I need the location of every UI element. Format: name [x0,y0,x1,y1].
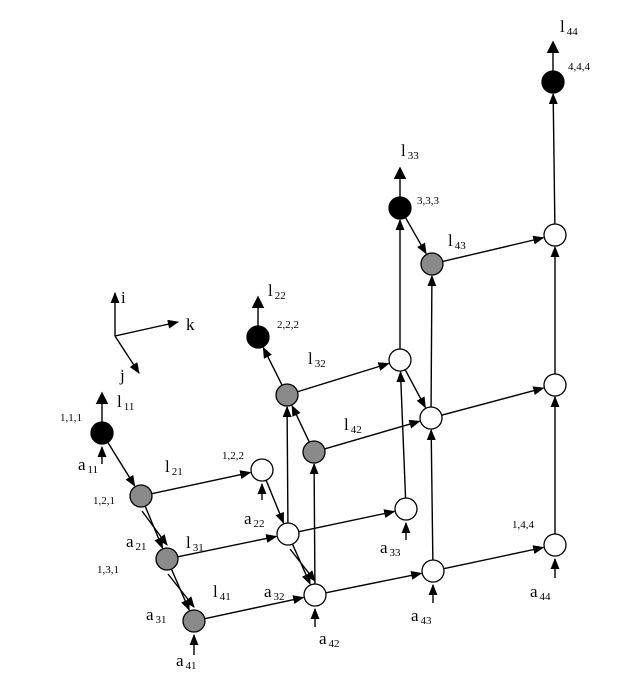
node-n122-white [250,458,274,482]
node-n132-white [276,522,300,546]
edge-n141-n142 [204,595,305,620]
edge-n133-n233 [396,370,407,499]
node-layer [90,70,567,633]
edge-n142-n242 [309,462,319,585]
node-n143-white [421,559,445,583]
input-output-arrows [95,40,560,655]
k-axis-label: k [186,315,195,334]
i-axis-label: i [121,288,126,307]
node-n344-white [543,223,567,247]
edge-n121-n122 [151,470,252,495]
node-n133-white [394,497,418,521]
edge-n243-n244 [441,386,545,416]
node-n242-gray [302,440,326,464]
j-axis-label: j [119,366,125,385]
j-axis-arrow [114,335,140,374]
edge-n132-n133 [298,509,396,533]
edge-n343-n344 [442,235,545,263]
node-label-n222: 2,2,2 [277,319,299,331]
node-n444-black [541,70,565,94]
k-axis-arrow [114,319,180,337]
node-n233-white [388,348,412,372]
node-n121-gray [129,484,153,508]
node-n243-white [419,406,443,430]
node-label-n333: 3,3,3 [417,195,440,207]
node-n144-white [543,533,567,557]
edge-n232-n233 [297,362,390,393]
edge-n122-n132 [265,479,285,524]
edge-n344-n444 [548,92,558,225]
edge-n111-n121 [107,441,136,487]
node-n111-black [90,421,114,445]
node-n232-gray [275,383,299,407]
edge-n242-n232 [291,404,310,443]
node-n141-gray [182,609,206,633]
edge-n243-n343 [427,274,437,408]
node-n333-black [388,196,412,220]
edge-layer [107,92,560,620]
node-label-n121: 1,2,1 [93,495,115,507]
node-n343-gray [420,252,444,276]
edge-n232-n222 [262,346,283,386]
edge-n143-n243 [426,428,436,561]
edge-n333-n343 [404,217,427,255]
edge-n233-n243 [404,369,426,409]
edge-n142-n143 [325,571,423,594]
node-label-n111: 1,1,1 [60,412,82,424]
edge-n131-n132 [177,534,278,558]
node-n244-white [543,373,567,397]
node-n142-white [303,583,327,607]
input-arrow-a21 [141,510,168,546]
edge-n132-n232 [282,405,292,524]
edge-n143-n144 [443,545,545,570]
input-arrow-a32 [289,548,316,582]
node-label-n444: 4,4,4 [568,61,591,73]
node-label-n131: 1,3,1 [97,564,119,576]
node-label-n144: 1,4,4 [512,519,535,531]
edge-n242-n243 [324,419,421,450]
node-label-n122: 1,2,2 [222,450,244,462]
node-n131-gray [155,547,179,571]
axis-indicator: i k j [110,288,195,385]
node-n222-black [246,325,270,349]
input-arrow-a31 [167,573,195,608]
